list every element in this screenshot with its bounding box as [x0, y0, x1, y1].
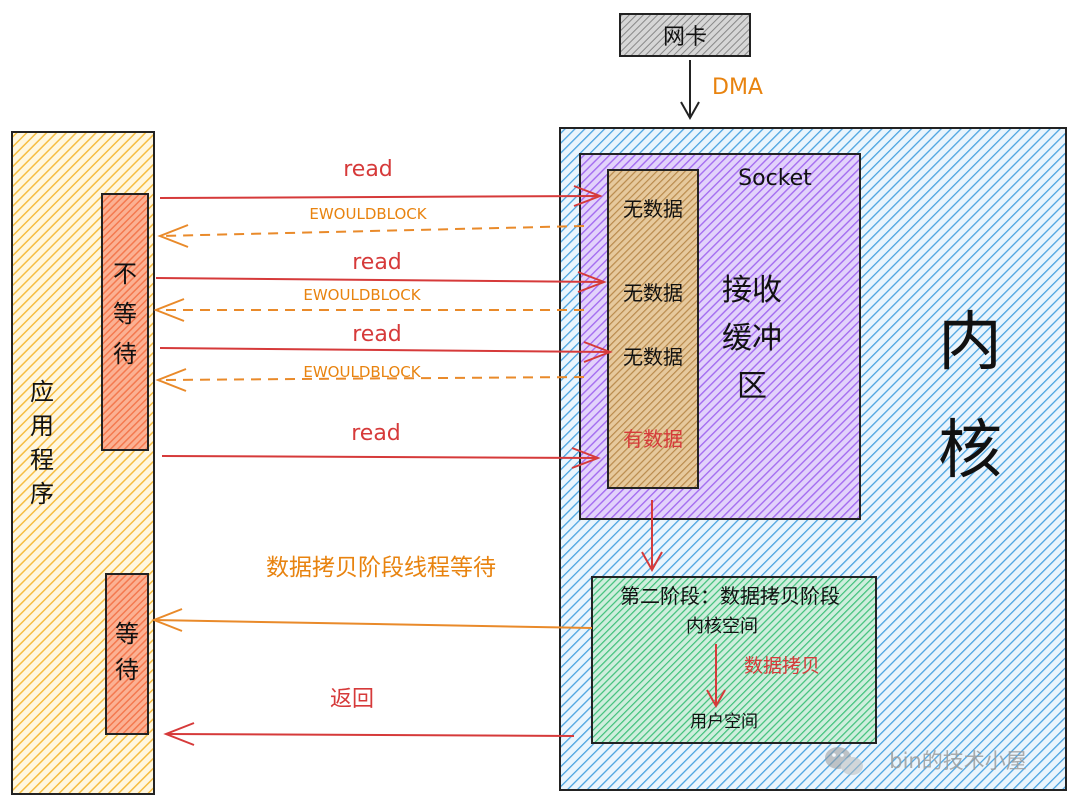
ewouldblock-arrow-1: [157, 224, 585, 248]
buffer-slot-0: 无数据: [623, 197, 683, 221]
socket-label: Socket: [738, 166, 812, 191]
buffer-slot-2: 无数据: [623, 345, 683, 369]
buffer-label-line-1: 缓冲: [722, 321, 782, 356]
read-arrow-1: [159, 185, 603, 207]
app-label-char-0: 应: [30, 378, 54, 406]
user-space-label: 用户空间: [690, 712, 758, 732]
app-label-char-1: 用: [30, 412, 54, 440]
return-label: 返回: [330, 687, 374, 712]
nic-label: 网卡: [663, 25, 707, 50]
read-arrow-2: [155, 271, 607, 293]
read-label-3: read: [352, 322, 402, 347]
copy-wait-label: 数据拷贝阶段线程等待: [266, 555, 496, 581]
return-arrow: [163, 722, 575, 746]
nowait-label-char-1: 等: [113, 300, 137, 328]
app-label-char-3: 序: [30, 480, 54, 508]
app-label-char-2: 程: [30, 446, 54, 474]
ewouldblock-arrow-3: [155, 368, 585, 392]
buffer-label-line-0: 接收: [722, 273, 782, 308]
nowait-label-char-0: 不: [113, 260, 137, 288]
dma-label: DMA: [712, 75, 763, 100]
nowait-label-char-2: 待: [113, 340, 137, 368]
wechat-icon: [825, 747, 863, 775]
socket-to-stage2-arrow-head: [641, 551, 663, 573]
wait-label-char-1: 待: [115, 656, 139, 684]
kernel-space-label: 内核空间: [686, 616, 758, 637]
ewouldblock-label-2: EWOULDBLOCK: [303, 286, 421, 304]
stage2-box: [591, 576, 877, 744]
ewouldblock-label-3: EWOULDBLOCK: [303, 363, 421, 381]
buffer-slot-1: 无数据: [623, 281, 683, 305]
read-label-1: read: [343, 157, 393, 182]
receive-buffer: [607, 169, 699, 489]
kernel-label-char-1: 核: [938, 414, 1002, 488]
read-label-2: read: [352, 250, 402, 275]
ewouldblock-arrow-2: [153, 298, 584, 322]
buffer-slot-3: 有数据: [623, 427, 683, 451]
kernel-label-char-0: 内: [938, 306, 1002, 380]
data-copy-arrow-head: [706, 689, 726, 709]
dma-arrow-head: [680, 101, 700, 121]
ewouldblock-label-1: EWOULDBLOCK: [309, 205, 427, 223]
nowait-box: [101, 193, 149, 451]
watermark-text: bin的技术小屋: [889, 749, 1026, 773]
read-label-4: read: [351, 421, 401, 446]
nic-box: [619, 13, 751, 57]
wait-box: [105, 573, 149, 735]
buffer-label-line-2: 区: [737, 369, 767, 404]
data-copy-label: 数据拷贝: [744, 655, 820, 677]
read-arrow-4: [161, 447, 601, 469]
wait-label-char-0: 等: [115, 620, 139, 648]
read-arrow-3: [159, 341, 613, 363]
copy-wait-arrow: [151, 608, 593, 632]
stage2-title: 第二阶段：数据拷贝阶段: [620, 584, 840, 608]
